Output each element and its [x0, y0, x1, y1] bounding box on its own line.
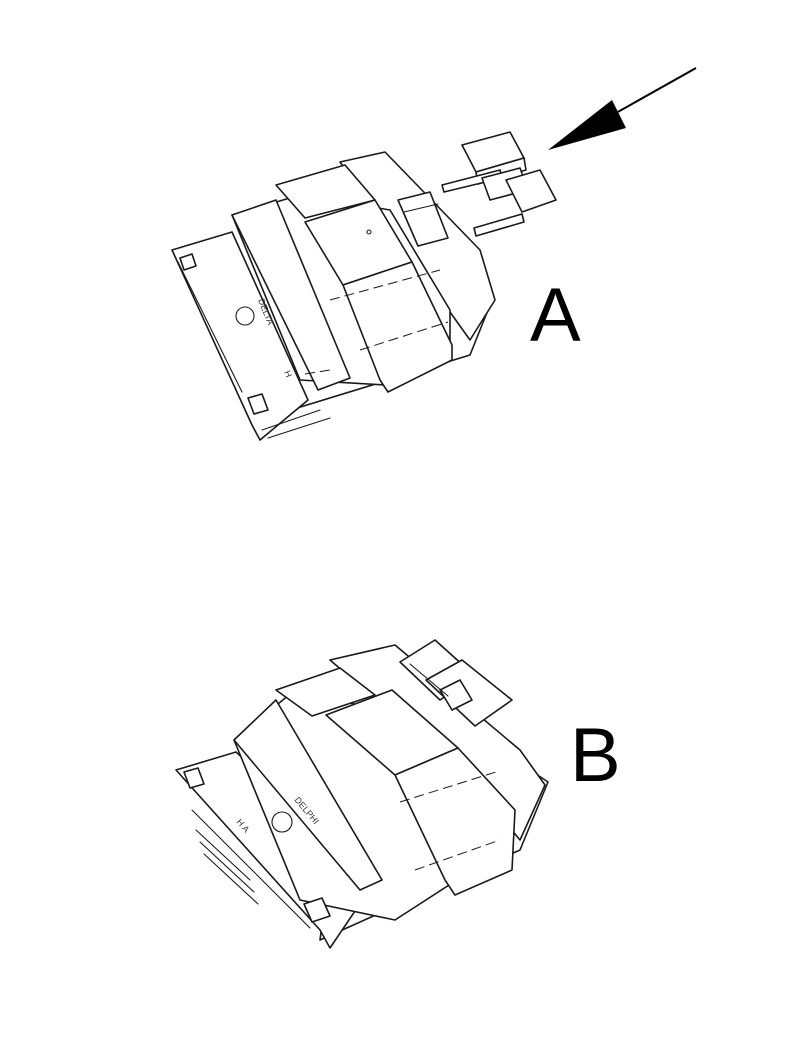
label-b: B	[570, 713, 621, 798]
label-a: A	[530, 273, 581, 358]
connector-a: DELTA H	[171, 151, 496, 441]
arrow-icon	[548, 67, 697, 150]
terminal-piece-a	[441, 131, 557, 237]
connector-b: DELPHI H A	[175, 639, 549, 949]
connector-a-mark: H	[282, 369, 294, 379]
